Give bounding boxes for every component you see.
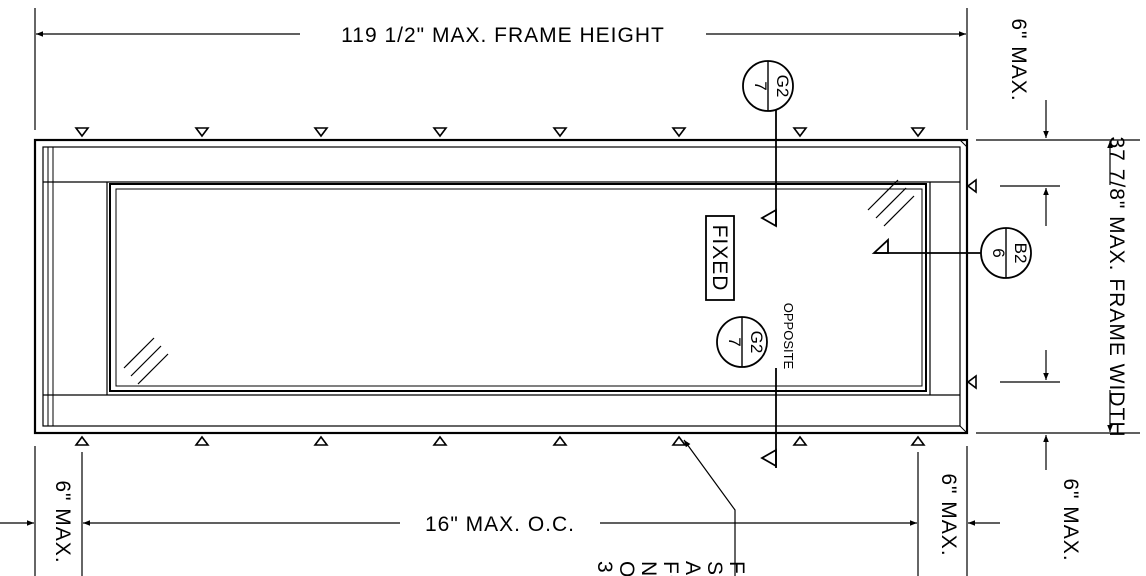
frame-outer: [33, 138, 969, 435]
note-text-fragments: FR SI AI FO NO OO 3: [593, 561, 748, 576]
edge-distance-bottom-right-vertical: 6" MAX.: [1059, 478, 1082, 561]
anchor-marker: [432, 435, 448, 446]
glass-inner: [115, 188, 923, 387]
svg-text:7: 7: [751, 81, 770, 90]
anchor-marker: [792, 435, 808, 446]
section-callout-b2: B2 6: [871, 227, 1032, 279]
frame-inner: [42, 146, 961, 427]
svg-text:NO: NO: [637, 561, 660, 576]
edge-distance-top-right: 6" MAX.: [1007, 18, 1030, 101]
svg-text:OO: OO: [615, 561, 638, 576]
anchor-marker: [910, 127, 926, 138]
fixed-label-box: [705, 215, 735, 301]
glass-corner-br-a: [959, 425, 968, 434]
section-callout-g2-bottom: G2 7: [716, 316, 777, 468]
anchor-marker: [74, 435, 90, 446]
opposite-label: OPPOSITE: [781, 303, 796, 370]
svg-text:G2: G2: [773, 75, 792, 98]
svg-text:B2: B2: [1011, 243, 1030, 264]
glazing-hatch: [123, 179, 915, 385]
frame-height-label: 119 1/2" MAX. FRAME HEIGHT: [341, 24, 665, 47]
svg-text:3: 3: [593, 561, 616, 574]
svg-text:FO: FO: [659, 561, 682, 576]
anchor-marker: [552, 435, 568, 446]
svg-text:FR: FR: [725, 561, 748, 576]
glass-corner-tr-a: [959, 139, 968, 148]
anchor-marker: [313, 435, 329, 446]
svg-text:G2: G2: [747, 331, 766, 354]
anchor-marker: [966, 178, 977, 194]
frame-width-label: 37 7/8" MAX. FRAME WIDTH: [1105, 137, 1128, 438]
glass-outer: [109, 183, 927, 392]
svg-text:SI: SI: [703, 561, 726, 576]
edge-distance-bottom-right: 6" MAX.: [937, 473, 960, 556]
anchor-marker: [194, 127, 210, 138]
anchor-markers-top: [74, 127, 926, 138]
anchor-marker: [671, 435, 687, 446]
anchor-marker: [194, 435, 210, 446]
dimension-anchor-spacing: [0, 446, 1000, 576]
anchor-markers-right: [966, 178, 977, 390]
dimension-frame-width: [976, 100, 1140, 470]
svg-text:6: 6: [989, 248, 1008, 257]
anchor-markers-bottom: [74, 435, 926, 446]
edge-distance-bottom-left: 6" MAX.: [51, 480, 74, 563]
dimension-frame-height: [34, 8, 968, 130]
anchor-spacing-label: 16" MAX. O.C.: [425, 513, 575, 536]
anchor-marker: [910, 435, 926, 446]
anchor-marker: [432, 127, 448, 138]
anchor-marker: [552, 127, 568, 138]
fixed-label: FIXED: [708, 225, 731, 292]
anchor-marker: [313, 127, 329, 138]
note-leader: [683, 439, 736, 576]
anchor-marker: [966, 374, 977, 390]
svg-text:7: 7: [725, 337, 744, 346]
anchor-marker: [671, 127, 687, 138]
section-callout-g2-top: G2 7: [742, 60, 794, 228]
svg-text:AI: AI: [681, 561, 704, 576]
anchor-marker: [74, 127, 90, 138]
anchor-marker: [792, 127, 808, 138]
window-frame: [33, 138, 969, 435]
